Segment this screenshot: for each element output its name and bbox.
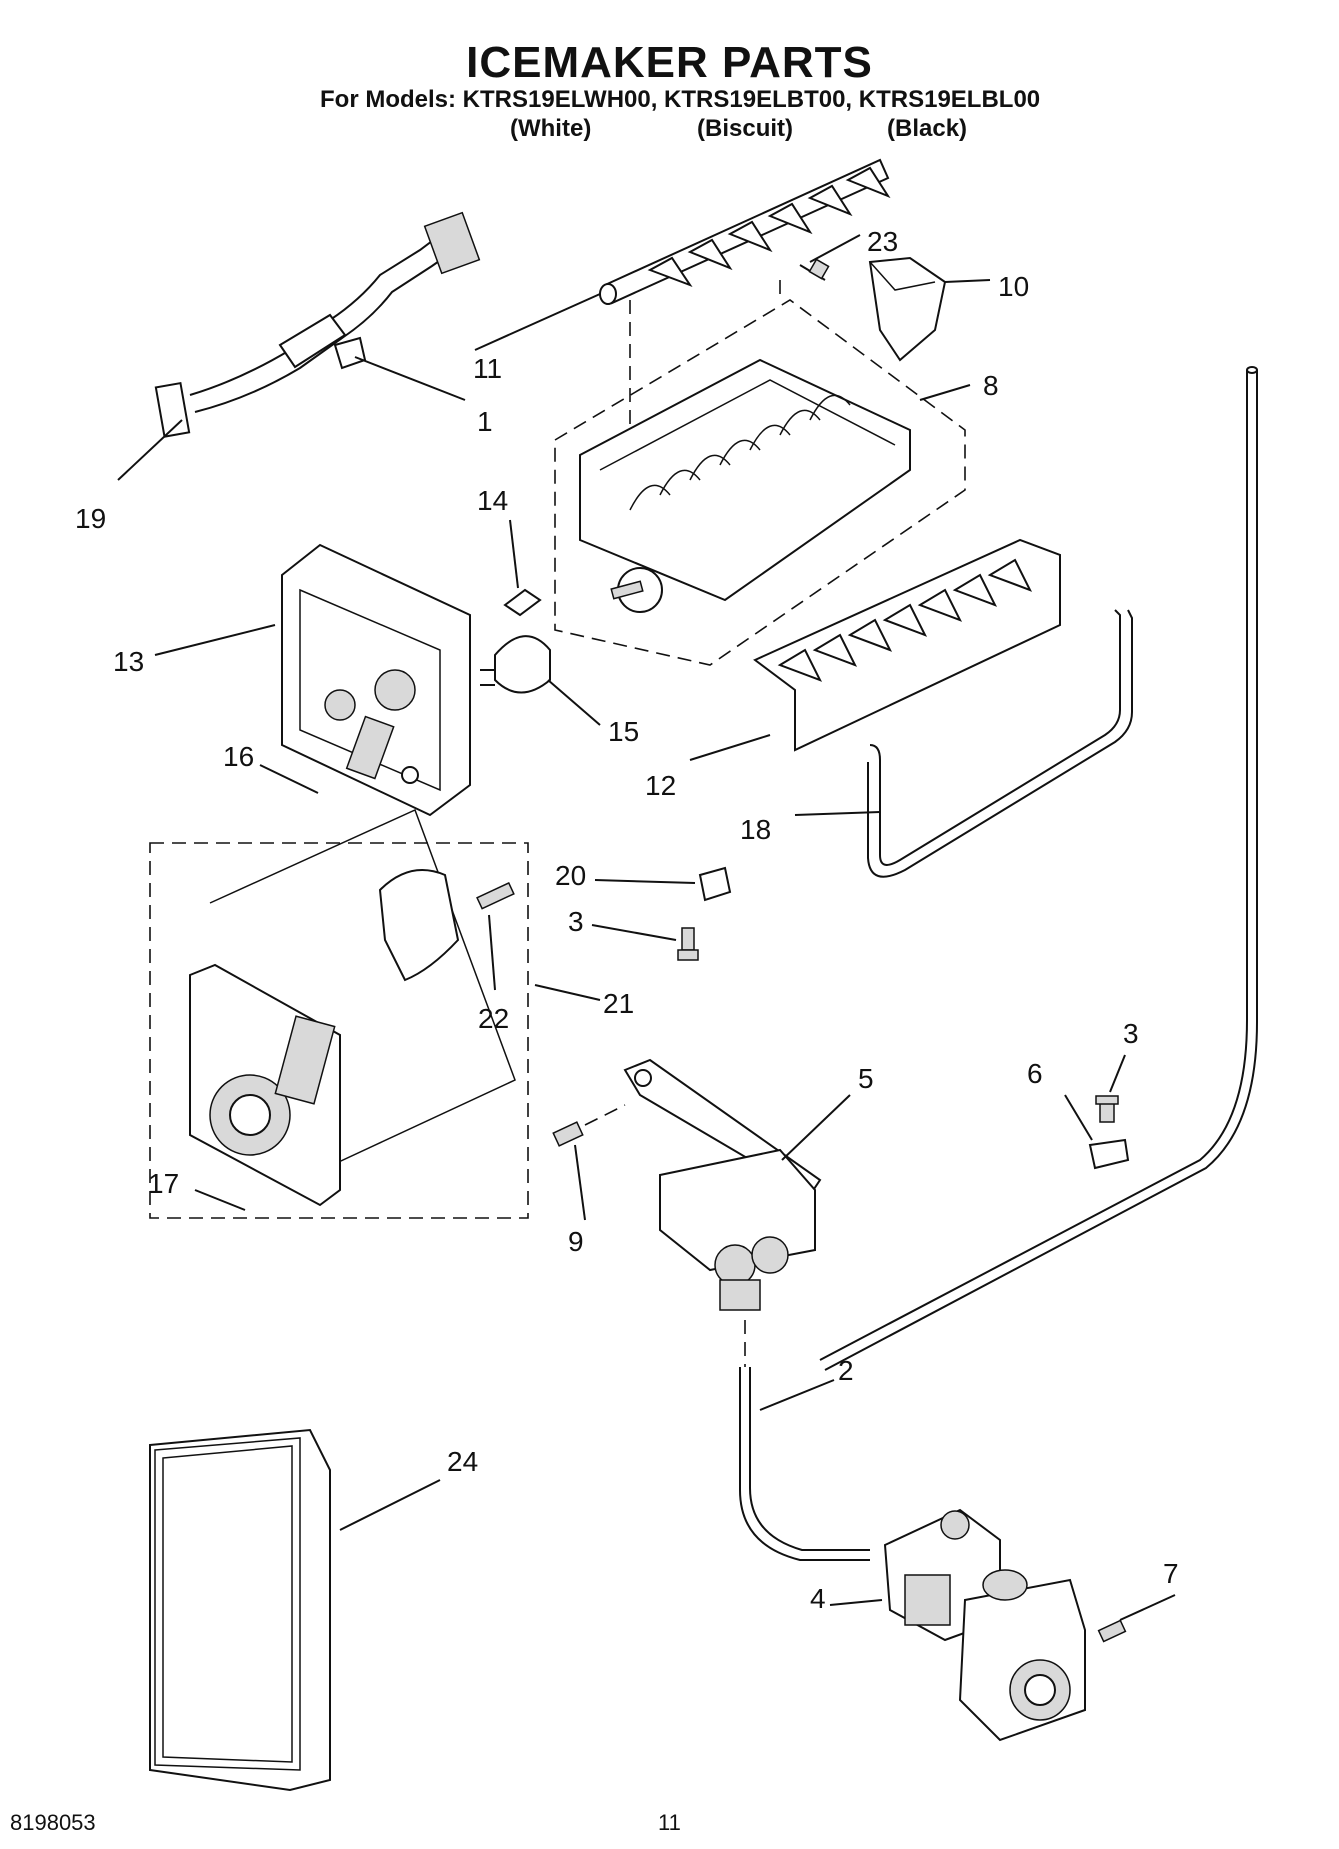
models-line: For Models: KTRS19ELWH00, KTRS19ELBT00, … bbox=[320, 86, 1041, 113]
page-number: 11 bbox=[658, 1810, 681, 1835]
cover-pad bbox=[149, 1428, 331, 1792]
variant-biscuit: (Biscuit) bbox=[697, 115, 793, 142]
callout-5: 5 bbox=[858, 1063, 874, 1094]
callout-13: 13 bbox=[113, 646, 145, 677]
screw-23 bbox=[799, 258, 830, 281]
clamp-6 bbox=[1088, 1095, 1130, 1170]
callout-8: 8 bbox=[983, 370, 999, 401]
callout-7: 7 bbox=[1163, 1558, 1179, 1589]
callout-14: 14 bbox=[477, 485, 509, 516]
callout-3a: 3 bbox=[568, 906, 584, 937]
control-module bbox=[189, 963, 341, 1207]
callout-16: 16 bbox=[223, 741, 255, 772]
callout-10: 10 bbox=[998, 271, 1030, 302]
harness-clip bbox=[333, 336, 367, 370]
motor bbox=[378, 869, 515, 982]
page-title: ICEMAKER PARTS bbox=[466, 38, 873, 87]
water-tube bbox=[819, 366, 1258, 1371]
callout-4: 4 bbox=[810, 1583, 826, 1614]
callout-18: 18 bbox=[740, 814, 772, 845]
doc-number: 8198053 bbox=[10, 1810, 96, 1835]
callout-15: 15 bbox=[608, 716, 640, 747]
inlet-valve bbox=[883, 1508, 1086, 1742]
valve-bracket bbox=[623, 1058, 822, 1311]
callout-19: 19 bbox=[75, 503, 107, 534]
stripper bbox=[753, 538, 1061, 752]
wire-harness bbox=[154, 211, 481, 438]
screw-3a bbox=[677, 927, 699, 961]
control-housing bbox=[281, 543, 471, 817]
screw-9 bbox=[552, 1104, 626, 1147]
module-box bbox=[149, 842, 529, 1219]
callout-2: 2 bbox=[838, 1355, 854, 1386]
thermostat bbox=[480, 588, 551, 694]
shutoff-arm bbox=[867, 609, 1133, 878]
callout-21: 21 bbox=[603, 988, 635, 1019]
screw-7 bbox=[1097, 1619, 1127, 1643]
callout-11: 11 bbox=[473, 353, 503, 384]
callout-1: 1 bbox=[477, 406, 493, 437]
callout-3b: 3 bbox=[1123, 1018, 1139, 1049]
callout-22: 22 bbox=[478, 1003, 510, 1034]
fill-cup bbox=[868, 256, 947, 362]
bracket-20 bbox=[698, 866, 732, 902]
ice-mold bbox=[554, 299, 966, 666]
callout-17: 17 bbox=[148, 1168, 180, 1199]
variant-white: (White) bbox=[510, 115, 592, 142]
callout-20: 20 bbox=[555, 860, 587, 891]
leader-lines bbox=[117, 234, 1176, 1621]
ejector-blade bbox=[599, 158, 891, 305]
callout-23: 23 bbox=[867, 226, 899, 257]
variant-black: (Black) bbox=[887, 115, 968, 142]
callout-9: 9 bbox=[568, 1226, 584, 1257]
fill-tube bbox=[739, 1320, 870, 1561]
callout-24: 24 bbox=[447, 1446, 479, 1477]
callout-6: 6 bbox=[1027, 1058, 1043, 1089]
callout-12: 12 bbox=[645, 770, 677, 801]
